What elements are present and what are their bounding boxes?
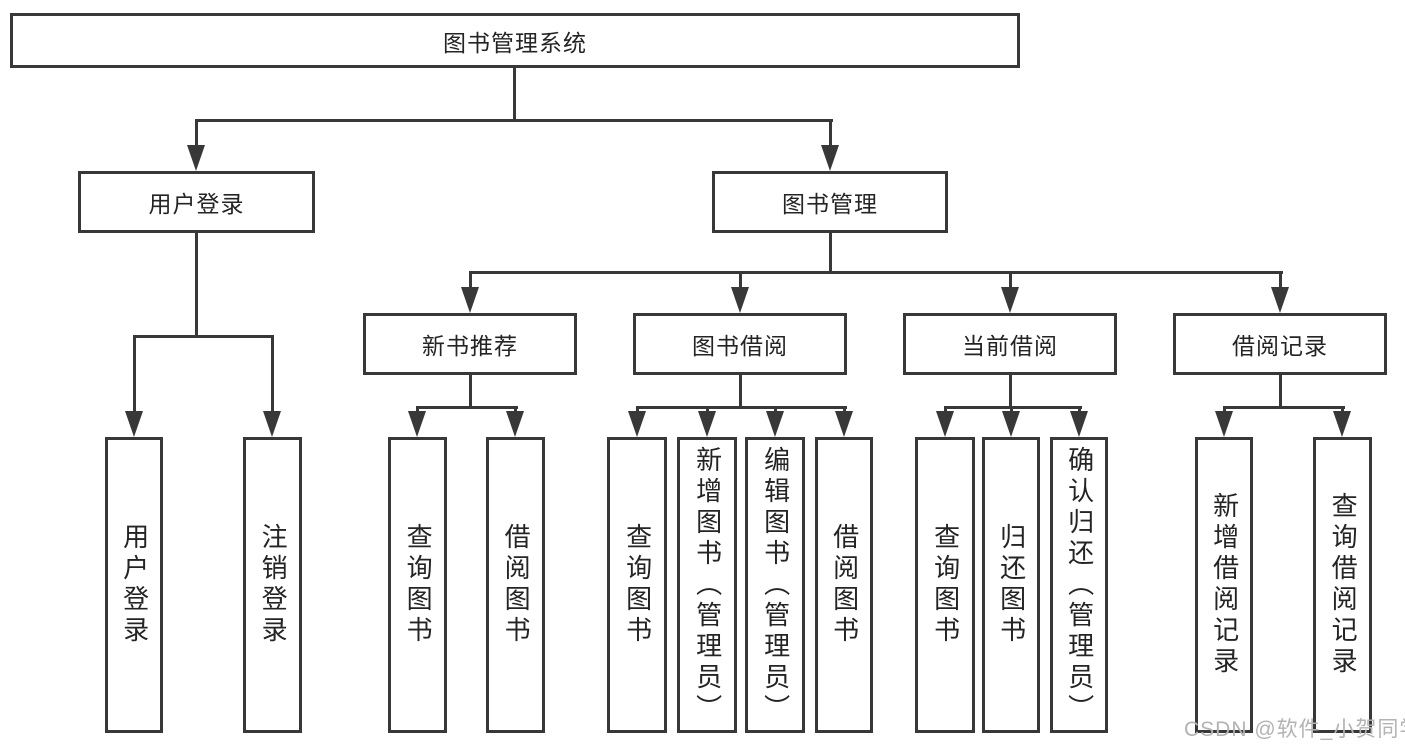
node-label: 查询图书 — [403, 523, 434, 647]
arrowhead-down-icon — [408, 411, 426, 437]
edge-line — [514, 406, 517, 414]
node-label: 用户登录 — [148, 191, 245, 217]
arrowhead-down-icon — [698, 411, 716, 437]
edge-line — [829, 232, 832, 273]
node-label: 当前借阅 — [962, 333, 1058, 359]
arrowhead-down-icon — [461, 287, 479, 313]
leaf-return-books: 归还图书 — [982, 437, 1040, 733]
node-label: 确认归还（管理员） — [1064, 445, 1095, 725]
arrowhead-down-icon — [835, 411, 853, 437]
arrowhead-down-icon — [766, 411, 784, 437]
leaf-borrow-books-recommend: 借阅图书 — [486, 437, 545, 733]
edge-line — [843, 406, 846, 414]
leaf-add-book-admin: 新增图书（管理员） — [677, 437, 737, 733]
node-root: 图书管理系统 — [10, 13, 1020, 68]
node-new-book-recommend: 新书推荐 — [363, 313, 577, 375]
arrowhead-down-icon — [263, 411, 281, 437]
edge-line — [1279, 373, 1282, 409]
edge-line — [944, 406, 947, 414]
edge-line — [1223, 406, 1345, 409]
edge-line — [195, 119, 833, 122]
leaf-query-books-current: 查询图书 — [915, 437, 975, 733]
edge-line — [636, 406, 847, 409]
leaf-query-books-borrow: 查询图书 — [607, 437, 667, 733]
leaf-confirm-return-admin: 确认归还（管理员） — [1050, 437, 1108, 733]
edge-line — [774, 406, 777, 414]
edge-line — [416, 406, 518, 409]
node-label: 编辑图书（管理员） — [760, 445, 791, 725]
node-label: 新增图书（管理员） — [692, 445, 723, 725]
node-label: 图书管理系统 — [443, 29, 587, 56]
edge-line — [469, 271, 472, 289]
node-label: 注销登录 — [258, 523, 289, 647]
node-label: 查询图书 — [622, 523, 653, 647]
edge-line — [739, 373, 742, 409]
leaf-borrow-books: 借阅图书 — [815, 437, 873, 733]
node-label: 图书管理 — [782, 191, 878, 217]
node-label: 归还图书 — [996, 523, 1027, 647]
edge-line — [513, 68, 516, 121]
edge-line — [636, 406, 639, 414]
arrowhead-down-icon — [1001, 287, 1019, 313]
watermark: CSDN @软件_小贺同学 — [1184, 718, 1405, 741]
node-label: 借阅图书 — [829, 523, 860, 647]
arrowhead-down-icon — [731, 287, 749, 313]
arrowhead-down-icon — [936, 411, 954, 437]
edge-line — [416, 406, 419, 414]
edge-line — [469, 271, 1283, 274]
edge-line — [1279, 271, 1282, 289]
edge-line — [829, 119, 832, 146]
edge-line — [1009, 271, 1012, 289]
node-borrow-records: 借阅记录 — [1173, 313, 1387, 375]
node-label: 查询图书 — [930, 523, 961, 647]
node-current-borrow: 当前借阅 — [903, 313, 1117, 375]
leaf-edit-book-admin: 编辑图书（管理员） — [745, 437, 805, 733]
edge-line — [195, 119, 198, 146]
edge-line — [1341, 406, 1344, 414]
arrowhead-down-icon — [1070, 411, 1088, 437]
arrowhead-down-icon — [1002, 411, 1020, 437]
node-book-borrow: 图书借阅 — [633, 313, 847, 375]
leaf-add-borrow-record: 新增借阅记录 — [1195, 437, 1253, 733]
edge-line — [944, 406, 1082, 409]
arrowhead-down-icon — [1271, 287, 1289, 313]
edge-line — [469, 373, 472, 409]
edge-line — [1009, 373, 1012, 409]
arrowhead-down-icon — [125, 411, 143, 437]
node-label: 新书推荐 — [422, 333, 518, 359]
node-label: 借阅图书 — [501, 523, 532, 647]
node-label: 查询借阅记录 — [1328, 492, 1359, 678]
leaf-logout: 注销登录 — [243, 437, 302, 733]
arrowhead-down-icon — [1215, 411, 1233, 437]
arrowhead-down-icon — [1333, 411, 1351, 437]
edge-line — [133, 335, 136, 412]
edge-line — [271, 335, 274, 412]
node-label: 用户登录 — [119, 523, 150, 647]
edge-line — [1223, 406, 1226, 414]
node-label: 新增借阅记录 — [1209, 492, 1240, 678]
leaf-query-borrow-record: 查询借阅记录 — [1313, 437, 1372, 733]
edge-line — [195, 232, 198, 337]
leaf-query-books-recommend: 查询图书 — [388, 437, 447, 733]
arrowhead-down-icon — [821, 145, 839, 171]
node-user-login: 用户登录 — [78, 171, 315, 233]
node-label: 借阅记录 — [1232, 333, 1328, 359]
arrowhead-down-icon — [187, 145, 205, 171]
edge-line — [1010, 406, 1013, 414]
leaf-user-login: 用户登录 — [105, 437, 163, 733]
arrowhead-down-icon — [628, 411, 646, 437]
edge-line — [133, 335, 274, 338]
edge-line — [706, 406, 709, 414]
node-book-management: 图书管理 — [712, 171, 948, 233]
edge-line — [1078, 406, 1081, 414]
edge-line — [739, 271, 742, 289]
arrowhead-down-icon — [506, 411, 524, 437]
node-label: 图书借阅 — [692, 333, 788, 359]
